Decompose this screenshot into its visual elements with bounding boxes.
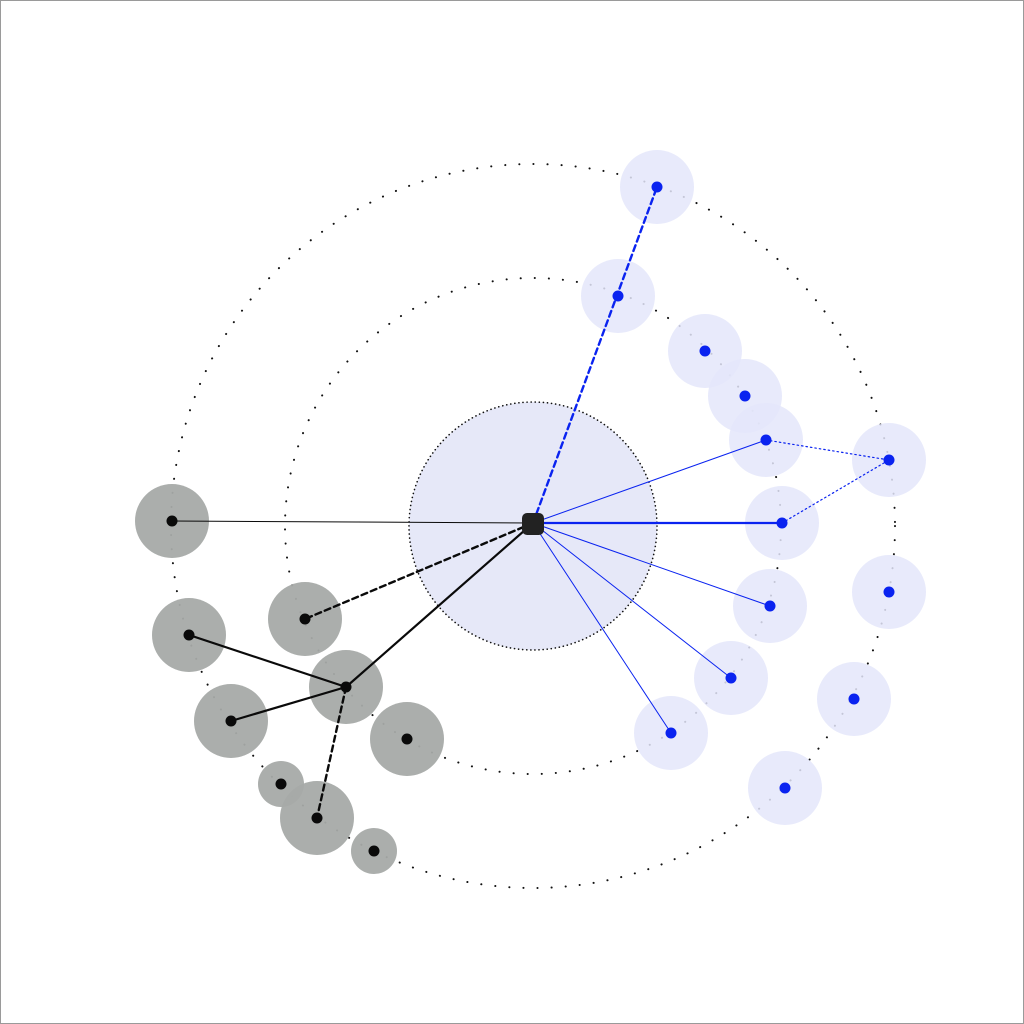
edge-hub-b7 — [532, 522, 771, 607]
node-b10[interactable] — [883, 454, 895, 466]
node-b2[interactable] — [612, 290, 624, 302]
edge-hub-k1 — [171, 520, 534, 524]
node-k1[interactable] — [166, 515, 178, 527]
edge-k5-k8 — [315, 685, 348, 820]
node-k6[interactable] — [401, 733, 413, 745]
edge-hub-k5 — [344, 521, 535, 689]
node-b9[interactable] — [665, 727, 677, 739]
edge-hub-b5 — [532, 439, 767, 524]
node-b5[interactable] — [760, 434, 772, 446]
node-b4[interactable] — [739, 390, 751, 402]
node-b1[interactable] — [651, 181, 663, 193]
center-zone-border — [408, 401, 658, 651]
node-k4[interactable] — [225, 715, 237, 727]
node-k8[interactable] — [311, 812, 323, 824]
edge-k5-k2 — [187, 633, 348, 689]
edge-hub-b1 — [531, 185, 659, 525]
node-k2[interactable] — [183, 629, 195, 641]
node-b3[interactable] — [699, 345, 711, 357]
edge-k5-k4 — [229, 685, 348, 723]
edge-hub-b8 — [532, 522, 732, 679]
node-b11[interactable] — [883, 586, 895, 598]
node-b8[interactable] — [725, 672, 737, 684]
node-b7[interactable] — [764, 600, 776, 612]
edge-hub-k3 — [303, 521, 535, 621]
node-k3[interactable] — [299, 613, 311, 625]
node-k7[interactable] — [275, 778, 287, 790]
network-edges — [171, 185, 890, 820]
node-k9[interactable] — [368, 845, 380, 857]
node-b12[interactable] — [848, 693, 860, 705]
node-b6[interactable] — [776, 517, 788, 529]
hub-node[interactable] — [522, 513, 544, 535]
node-k5[interactable] — [340, 681, 352, 693]
edge-b5-b10 — [765, 439, 890, 461]
edge-hub-b9 — [532, 522, 672, 734]
network-nodes — [166, 181, 895, 857]
node-b13[interactable] — [779, 782, 791, 794]
edge-b6-b10 — [781, 459, 890, 524]
orbit-ring-outer — [170, 163, 896, 889]
